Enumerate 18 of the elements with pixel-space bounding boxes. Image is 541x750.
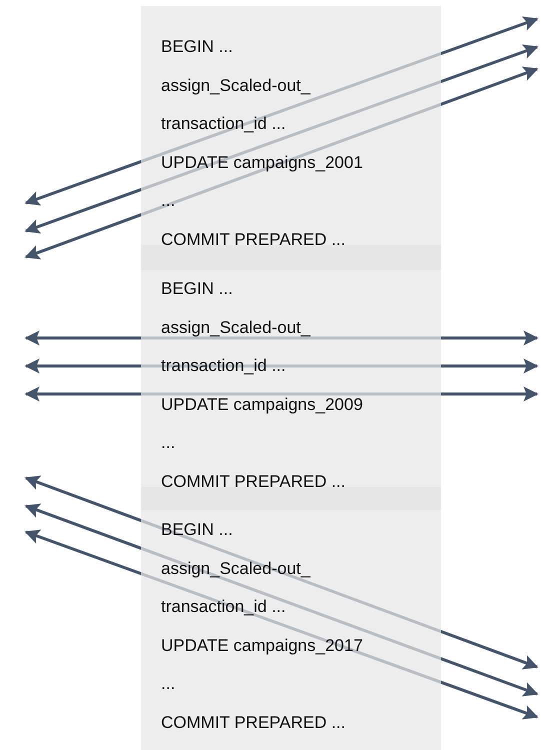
code-line: BEGIN ... [161, 278, 233, 300]
code-line: BEGIN ... [161, 36, 233, 58]
code-line: ... [161, 432, 176, 454]
code-line: UPDATE campaigns_2009 [161, 394, 363, 416]
code-line: UPDATE campaigns_2017 [161, 634, 363, 656]
code-line: COMMIT PREPARED ... [161, 470, 346, 492]
code-line: BEGIN ... [161, 519, 233, 541]
code-block [141, 270, 441, 487]
code-line: UPDATE campaigns_2001 [161, 152, 363, 174]
code-line: assign_Scaled-out_ transaction_id ... [161, 316, 312, 377]
code-line: COMMIT PREPARED ... [161, 712, 346, 734]
code-line: ... [161, 190, 176, 212]
code-line: COMMIT PREPARED ... [161, 228, 346, 250]
code-line: ... [161, 673, 176, 695]
code-line: assign_Scaled-out_ transaction_id ... [161, 558, 312, 618]
code-block [141, 510, 441, 750]
code-block [141, 6, 441, 245]
code-line: assign_Scaled-out_ transaction_id ... [161, 74, 312, 135]
